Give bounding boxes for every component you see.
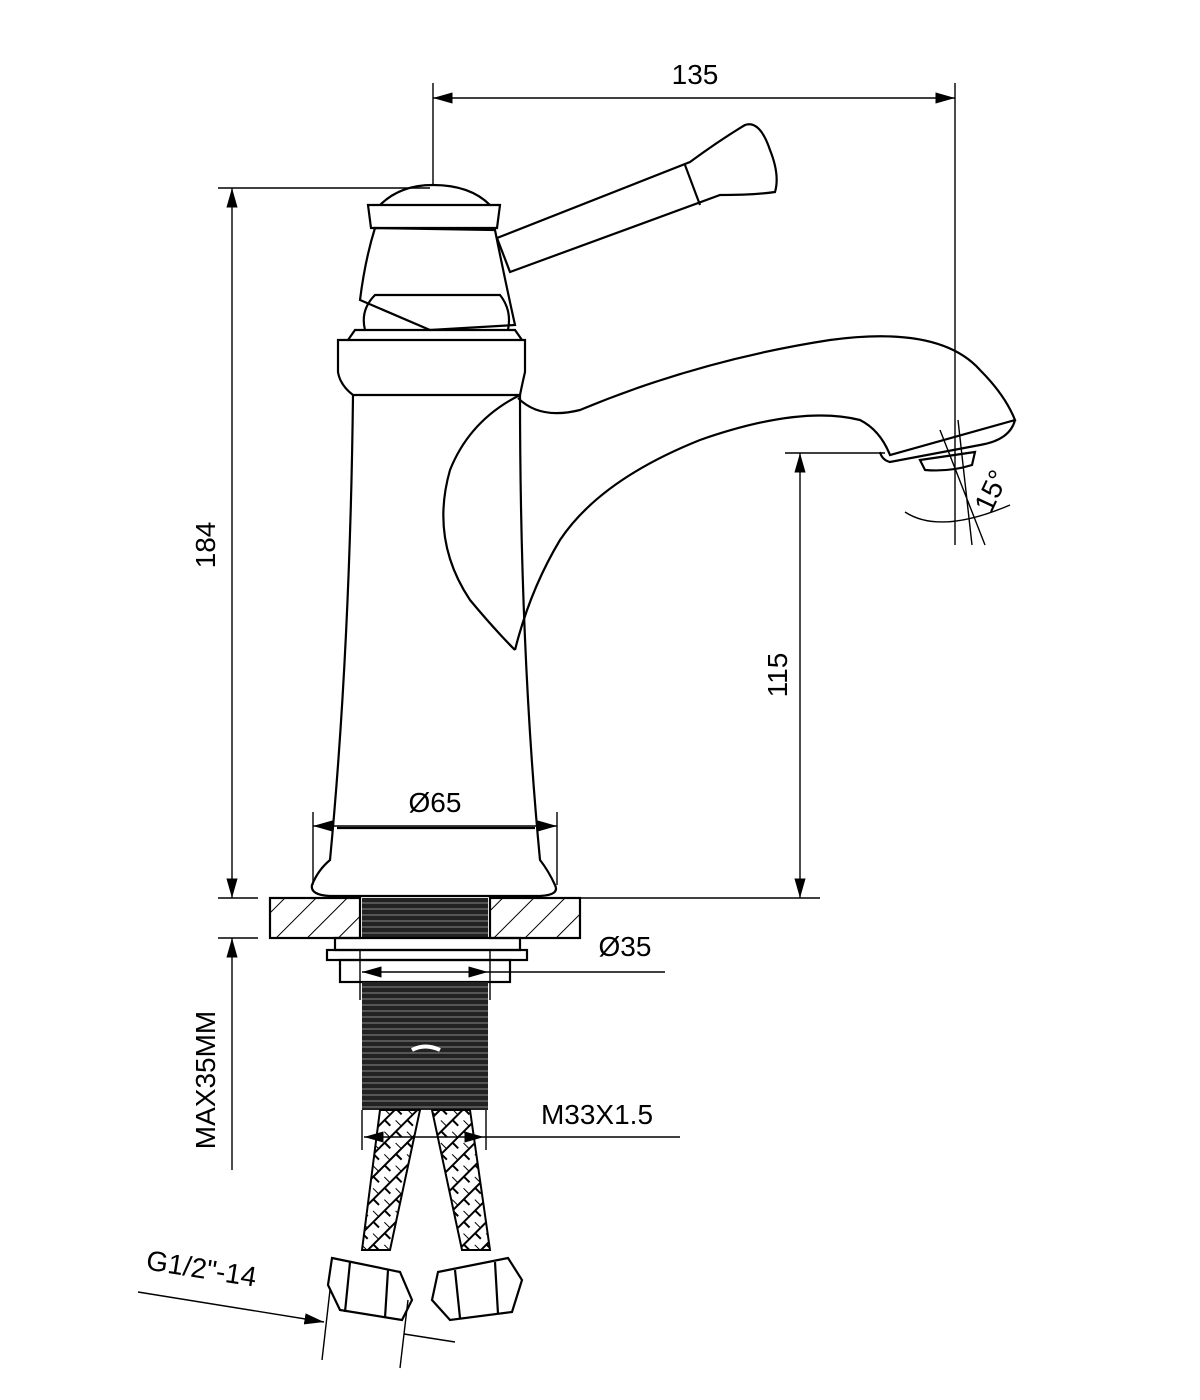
width-dimension-label: 135	[672, 59, 719, 90]
height-dimension-label: 184	[190, 522, 221, 569]
hose-connection-label: G1/2"-14	[144, 1245, 259, 1293]
thread-label: M33X1.5	[541, 1099, 653, 1130]
counter-section	[268, 896, 582, 1110]
spout-height-label: 115	[762, 653, 793, 698]
spout-angle-label: 15°	[968, 465, 1014, 516]
dimension-lines	[137, 83, 1011, 1369]
shank-diameter-label: Ø35	[599, 931, 652, 962]
max-thickness-label: MAX35MM	[190, 1011, 221, 1149]
supply-hoses	[326, 1109, 524, 1322]
base-diameter-label: Ø65	[409, 787, 462, 818]
faucet-body	[310, 123, 1017, 898]
